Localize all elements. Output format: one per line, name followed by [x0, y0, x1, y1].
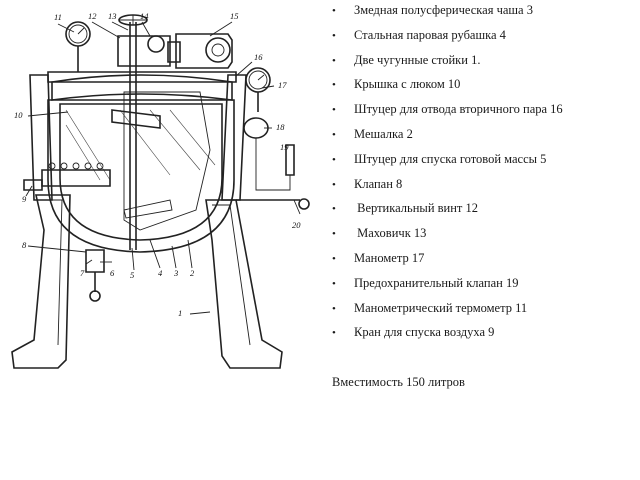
- bullet-icon: •: [332, 277, 336, 290]
- handwheel: [118, 14, 148, 26]
- callout-number: 17: [278, 80, 287, 90]
- legend-item: • Вертикальный винт 12: [332, 200, 478, 217]
- top-frame: [47, 71, 237, 83]
- legend-item: • Крышка с люком 10: [332, 76, 460, 93]
- bullet-icon: •: [332, 203, 336, 216]
- legend-item-text: Вертикальный винт 12: [354, 201, 478, 216]
- callout-number: 15: [230, 11, 239, 21]
- legend-item-text: Клапан 8: [354, 176, 403, 191]
- bullet-icon: •: [332, 79, 336, 92]
- legend-item: • Манометрический термометр 11: [332, 300, 527, 317]
- steel-steam-jacket: [47, 99, 235, 253]
- pressure-thermometer-gauge: [65, 21, 91, 72]
- lid: [51, 74, 233, 101]
- legend-item: • Мешалка 2: [332, 126, 413, 143]
- legend-item: • Штуцер для спуска готовой массы 5: [332, 151, 546, 168]
- callout-number: 2: [190, 268, 195, 278]
- callout-number: 10: [14, 110, 23, 120]
- callout-number: 3: [173, 268, 178, 278]
- bullet-icon: •: [332, 253, 336, 265]
- legend-item-text: Манометрический термометр 11: [354, 300, 528, 315]
- callout-number: 13: [108, 11, 117, 21]
- legend-item-text: Кран для спуска воздуха 9: [354, 325, 495, 340]
- air-release-tap: [23, 179, 43, 191]
- callout-number: 20: [292, 220, 301, 230]
- cutaway-section: [123, 91, 211, 231]
- bullet-icon: •: [332, 29, 336, 42]
- legend-item: • Две чугунные стойки 1.: [332, 52, 480, 69]
- callout-number: 19: [280, 142, 289, 152]
- legend-item: • Клапан 8: [332, 176, 402, 193]
- legend-item-text: Предохранительный клапан 19: [354, 275, 519, 290]
- manometer: [245, 67, 271, 112]
- bullet-icon: •: [332, 104, 336, 117]
- legend-item-text: Штуцер для спуска готовой массы 5: [354, 151, 547, 166]
- capacity-note: Вместимость 150 литров: [332, 375, 465, 389]
- legend-item: • Кран для спуска воздуха 9: [332, 324, 494, 341]
- callout-number: 7: [80, 268, 85, 278]
- legend-item-text: Две чугунные стойки 1.: [354, 52, 481, 67]
- legend-item: • Змедная полусферическая чаша 3: [332, 2, 533, 19]
- legend-item: • Манометр 17: [332, 250, 424, 267]
- legend-item-text: Змедная полусферическая чаша 3: [354, 3, 533, 17]
- bullet-icon: •: [332, 54, 336, 67]
- stirrer: [111, 22, 173, 250]
- bullet-icon: •: [332, 5, 336, 17]
- bullet-icon: •: [332, 153, 336, 166]
- callout-number: 4: [158, 268, 163, 278]
- drain-fitting: [85, 249, 105, 302]
- electric-motor: [167, 33, 233, 69]
- bullet-icon: •: [332, 228, 336, 241]
- bullet-icon: •: [332, 302, 336, 315]
- legend-item-text: Стальная паровая рубашка 4: [354, 27, 506, 42]
- callout-number: 9: [22, 194, 27, 204]
- leader-lines: [25, 21, 301, 315]
- jacket-hatching: [65, 109, 216, 181]
- bullet-icon: •: [332, 129, 336, 141]
- callout-number: 18: [276, 122, 285, 132]
- legend-item-text: Штуцер для отвода вторичного пара 16: [354, 102, 563, 117]
- legend-item: • Штуцер для отвода вторичного пара 16: [332, 101, 563, 118]
- callout-number: 5: [130, 270, 134, 280]
- hemispherical-bowl: [59, 103, 223, 241]
- right-cast-iron-stand: [205, 74, 283, 369]
- legend-item: • Маховичк 13: [332, 225, 426, 242]
- gearbox: [117, 35, 171, 67]
- legend-item-text: Крышка с люком 10: [354, 77, 461, 92]
- bullet-icon: •: [332, 327, 336, 340]
- callout-number: 8: [22, 240, 27, 250]
- legend-item-text: Манометр 17: [354, 251, 425, 265]
- legend-item-text: Мешалка 2: [354, 127, 413, 141]
- callout-number: 14: [140, 11, 149, 21]
- legend-item: • Стальная паровая рубашка 4: [332, 27, 506, 44]
- safety-valve: [236, 117, 310, 210]
- bullet-icon: •: [332, 178, 336, 191]
- callout-number: 12: [88, 11, 97, 21]
- callout-number: 1: [178, 308, 182, 318]
- legend-item-text: Маховичк 13: [354, 226, 427, 241]
- callout-number: 16: [254, 52, 263, 62]
- callout-number: 11: [54, 12, 62, 22]
- callout-number: 6: [110, 268, 115, 278]
- legend-item: • Предохранительный клапан 19: [332, 275, 518, 292]
